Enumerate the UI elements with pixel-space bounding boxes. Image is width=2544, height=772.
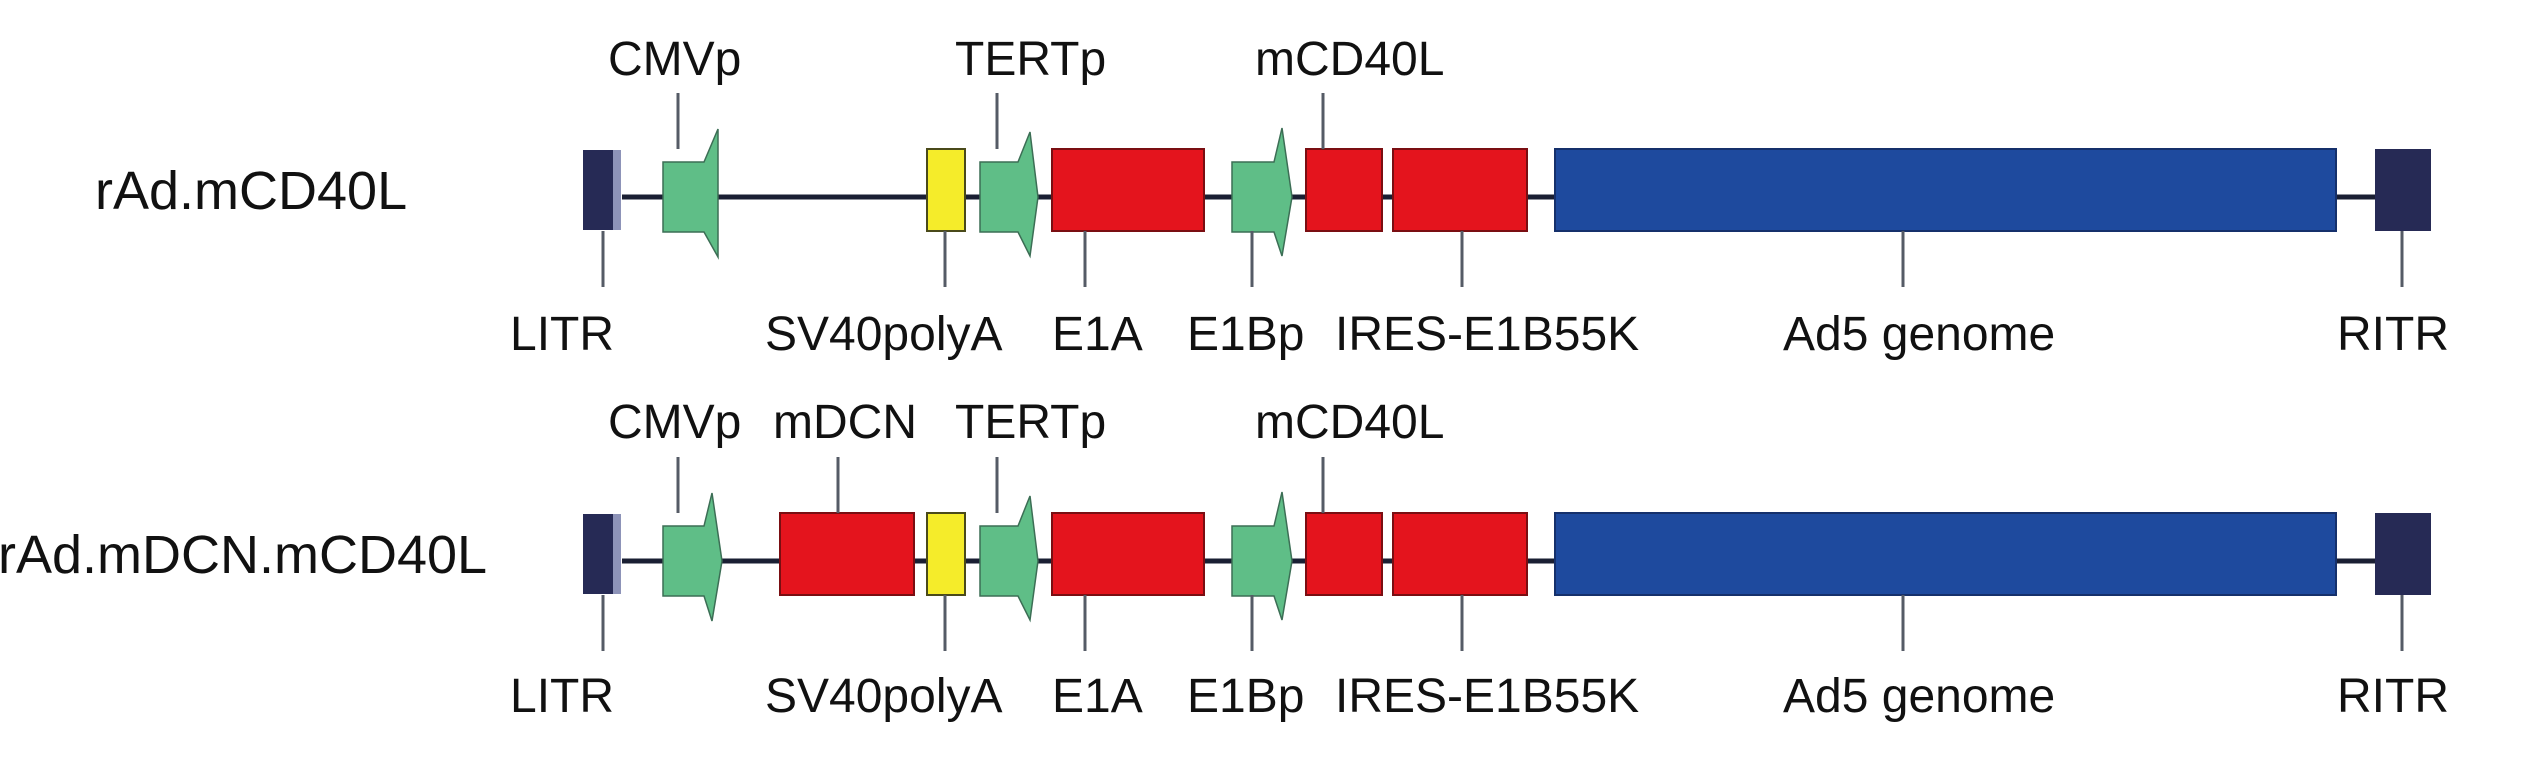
- label-ticks: [601, 457, 2404, 651]
- e1a-gene: [1051, 512, 1205, 596]
- tertp-promoter-arrow: [979, 131, 1039, 259]
- label-sv40polya: SV40polyA: [765, 308, 1003, 361]
- label-mcd40l: mCD40L: [1255, 396, 1444, 449]
- construct-name: rAd.mCD40L: [95, 161, 407, 221]
- label-sv40polya: SV40polyA: [765, 670, 1003, 723]
- label-litr: LITR: [510, 308, 614, 361]
- litr-element-shade: [613, 150, 621, 230]
- ritr-element: [2375, 513, 2431, 595]
- ritr-element: [2375, 149, 2431, 231]
- ires-e1b55k-gene: [1392, 148, 1528, 232]
- label-litr: LITR: [510, 670, 614, 723]
- mcd40l-gene: [1305, 512, 1383, 596]
- sv40polya-element: [926, 512, 966, 596]
- e1bp-promoter-arrow: [1231, 491, 1293, 621]
- cmvp-promoter-arrow: [662, 128, 719, 260]
- construct-rad-mcd40l: rAd.mCD40L: [95, 33, 2449, 361]
- ad5-genome-block: [1554, 512, 2337, 596]
- mcd40l-gene: [1305, 148, 1383, 232]
- label-ires-e1b55k: IRES-E1B55K: [1335, 670, 1639, 723]
- construct-name: rAd.mDCN.mCD40L: [0, 525, 487, 585]
- tertp-promoter-arrow: [979, 495, 1039, 623]
- sv40polya-element: [926, 148, 966, 232]
- label-cmvp: CMVp: [608, 396, 741, 449]
- label-ticks: [601, 93, 2404, 287]
- label-tertp: TERTp: [955, 396, 1106, 449]
- ires-e1b55k-gene: [1392, 512, 1528, 596]
- e1bp-promoter-arrow: [1231, 127, 1293, 257]
- label-ires-e1b55k: IRES-E1B55K: [1335, 308, 1639, 361]
- ad5-genome-block: [1554, 148, 2337, 232]
- e1a-gene: [1051, 148, 1205, 232]
- mdcn-gene: [779, 512, 915, 596]
- label-ad5-genome: Ad5 genome: [1783, 670, 2055, 723]
- label-tertp: TERTp: [955, 33, 1106, 86]
- label-ad5-genome: Ad5 genome: [1783, 308, 2055, 361]
- construct-rad-mdcn-mcd40l: rAd.mDCN.mCD40L: [0, 396, 2449, 723]
- label-cmvp: CMVp: [608, 33, 741, 86]
- cmvp-promoter-arrow: [662, 492, 723, 622]
- litr-element-shade: [613, 514, 621, 594]
- label-e1a: E1A: [1052, 308, 1143, 361]
- label-e1a: E1A: [1052, 670, 1143, 723]
- label-mdcn: mDCN: [773, 396, 917, 449]
- label-ritr: RITR: [2337, 308, 2449, 361]
- label-mcd40l: mCD40L: [1255, 33, 1444, 86]
- label-e1bp: E1Bp: [1187, 670, 1304, 723]
- label-e1bp: E1Bp: [1187, 308, 1304, 361]
- label-ritr: RITR: [2337, 670, 2449, 723]
